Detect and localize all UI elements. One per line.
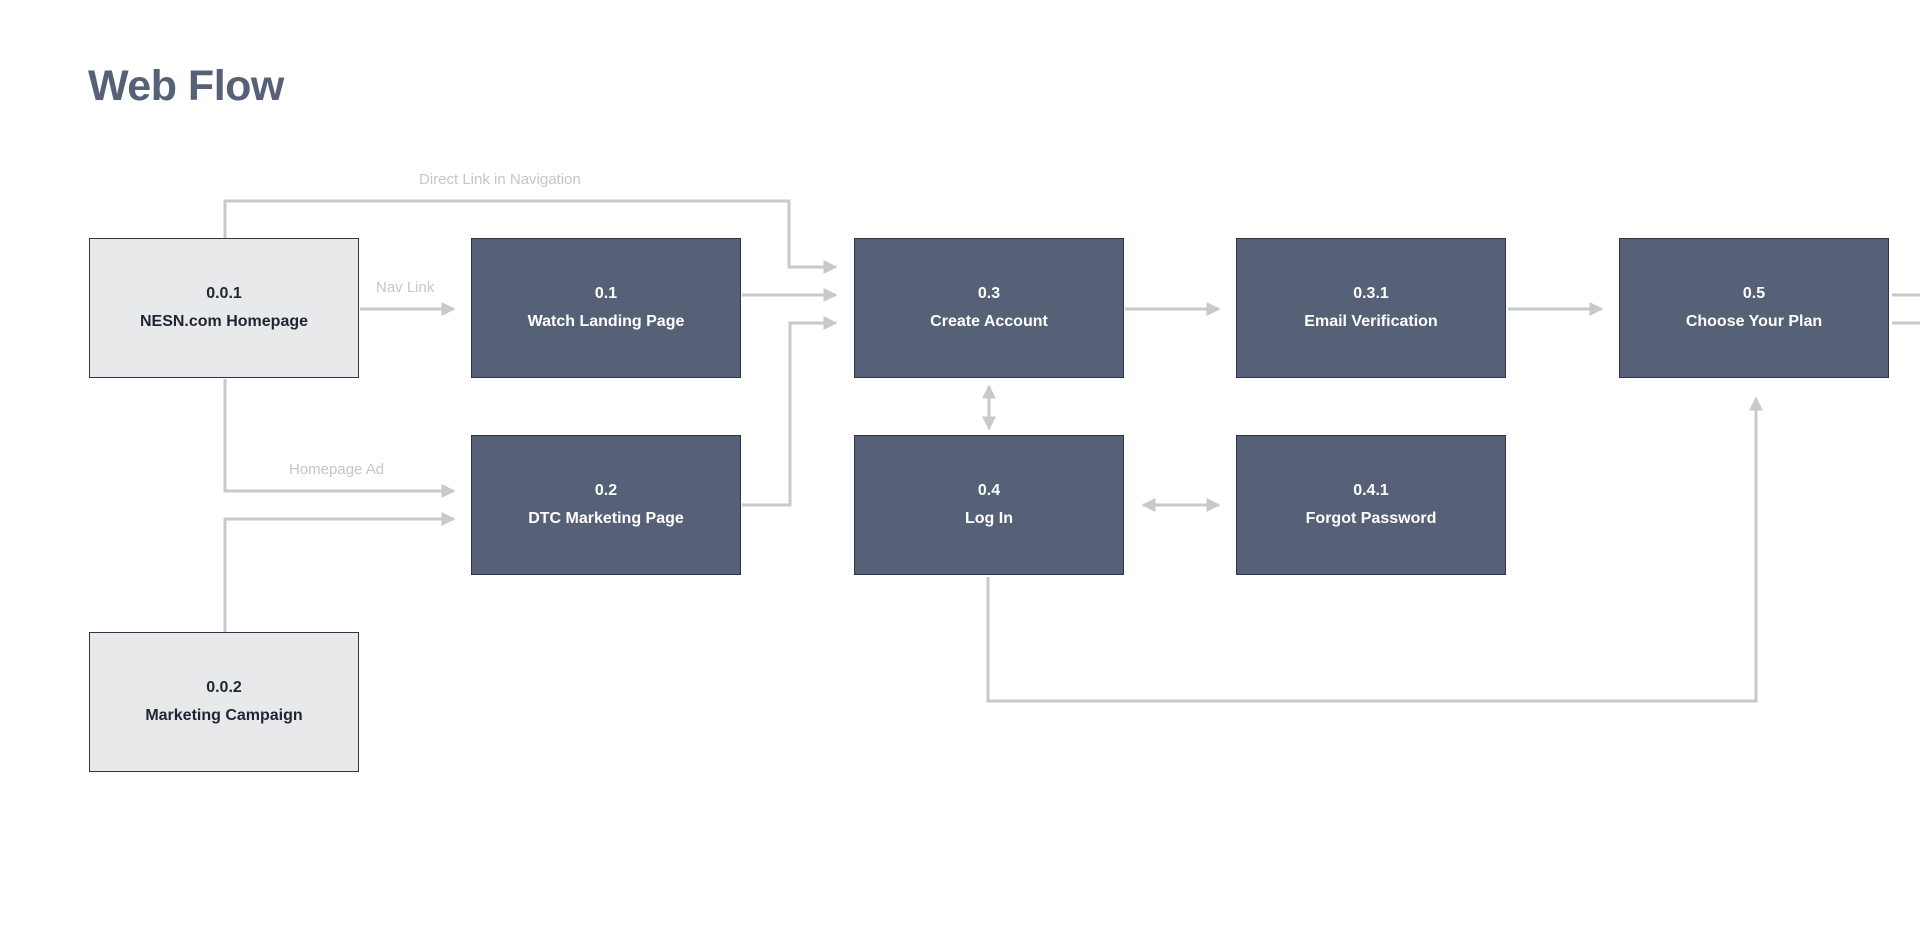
node-label: NESN.com Homepage [139,313,309,330]
node-watch-landing-page[interactable]: 0.1 Watch Landing Page [471,238,741,378]
node-label: Forgot Password [1305,510,1437,527]
node-log-in[interactable]: 0.4 Log In [854,435,1124,575]
node-marketing-campaign[interactable]: 0.0.2 Marketing Campaign [89,632,359,772]
node-number: 0.0.1 [206,285,242,302]
node-choose-your-plan[interactable]: 0.5 Choose Your Plan [1619,238,1889,378]
edge-dtc-create [742,316,838,507]
edge-login-plan [986,396,1763,703]
node-number: 0.3 [977,285,1001,302]
edge-campaign-dtc [223,512,456,632]
node-forgot-password[interactable]: 0.4.1 Forgot Password [1236,435,1506,575]
page-title: Web Flow [88,62,284,110]
node-label: Watch Landing Page [527,313,685,330]
node-number: 0.5 [1742,285,1766,302]
edge-label-homepage-ad: Homepage Ad [289,461,385,478]
edge-label-direct-link: Direct Link in Navigation [419,171,581,188]
edge-direct-link [223,199,838,274]
node-email-verification[interactable]: 0.3.1 Email Verification [1236,238,1506,378]
node-nesn-homepage[interactable]: 0.0.1 NESN.com Homepage [89,238,359,378]
node-number: 0.4.1 [1353,482,1389,499]
node-label: Email Verification [1304,313,1438,330]
node-number: 0.1 [594,285,618,302]
node-label: Create Account [930,313,1048,330]
node-number: 0.2 [594,482,618,499]
node-label: Marketing Campaign [145,707,303,724]
node-dtc-marketing-page[interactable]: 0.2 DTC Marketing Page [471,435,741,575]
node-number: 0.3.1 [1353,285,1389,302]
edge-homepage-ad [223,379,456,498]
node-label: DTC Marketing Page [528,510,684,527]
node-create-account[interactable]: 0.3 Create Account [854,238,1124,378]
node-label: Choose Your Plan [1685,313,1823,330]
edge-label-nav-link: Nav Link [376,279,435,296]
node-label: Log In [965,510,1013,527]
node-number: 0.0.2 [206,679,242,696]
node-number: 0.4 [977,482,1001,499]
